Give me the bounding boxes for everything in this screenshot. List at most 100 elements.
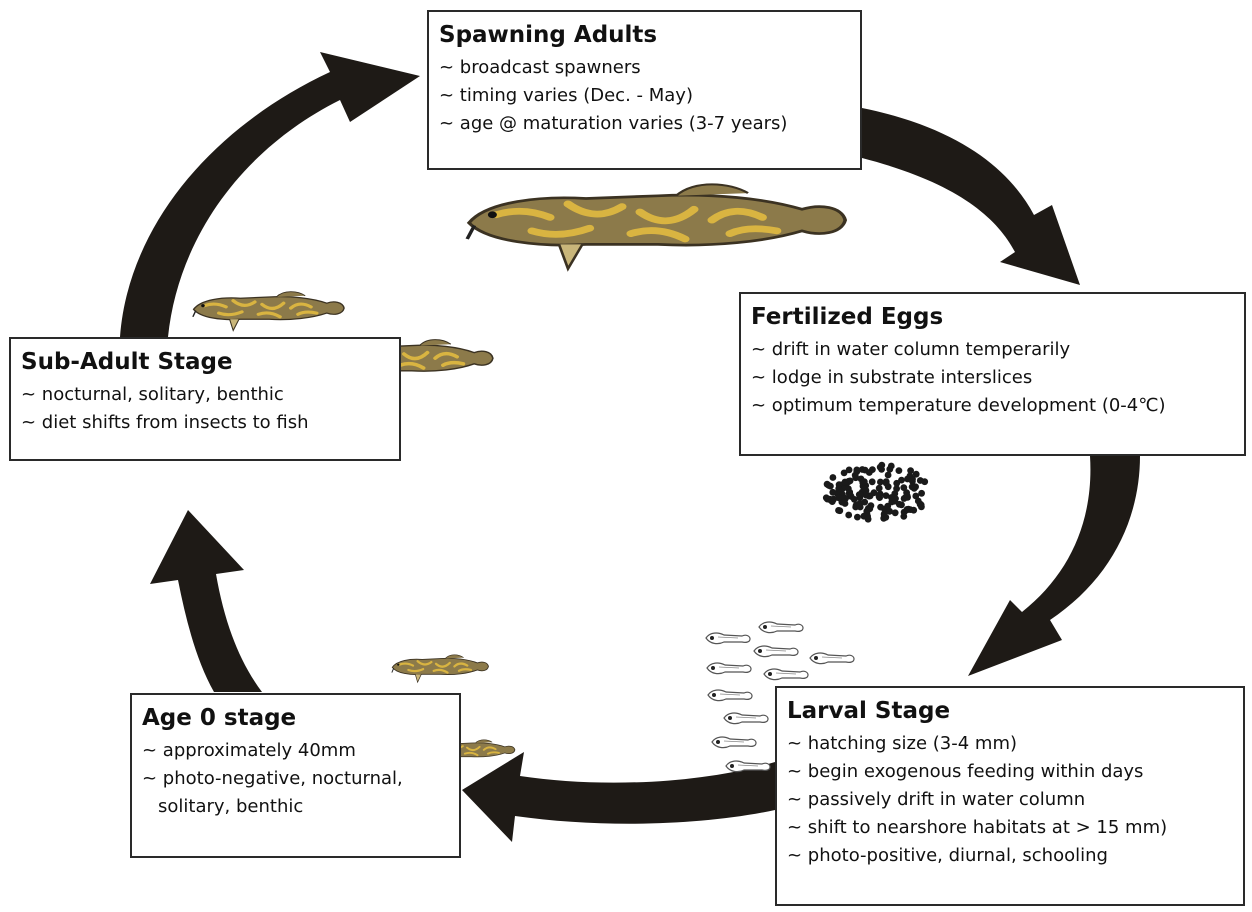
egg xyxy=(884,471,892,479)
egg xyxy=(884,502,892,510)
stage-bullet: ~ lodge in substrate interslices xyxy=(751,367,1033,388)
juvenile-burbot-icon xyxy=(390,653,490,684)
egg xyxy=(893,479,901,487)
egg xyxy=(910,506,918,514)
egg xyxy=(914,497,922,505)
egg xyxy=(844,485,852,492)
stage-bullet: ~ begin exogenous feeding within days xyxy=(787,761,1144,782)
egg xyxy=(864,515,872,523)
subadult-burbot-icon xyxy=(191,289,346,333)
stage-box-larval: Larval Stage ~ hatching size (3-4 mm) ~ … xyxy=(775,686,1245,906)
egg xyxy=(875,484,883,492)
larval-fish-icon xyxy=(711,736,757,749)
egg xyxy=(827,496,834,504)
egg xyxy=(877,503,884,511)
stage-bullet: ~ age @ maturation varies (3-7 years) xyxy=(439,113,788,134)
egg xyxy=(863,491,870,499)
stage-bullet: ~ approximately 40mm xyxy=(142,740,356,761)
stage-box-fertilized-eggs: Fertilized Eggs ~ drift in water column … xyxy=(739,292,1246,456)
egg xyxy=(900,484,908,491)
egg xyxy=(916,477,924,484)
larval-fish-icon xyxy=(723,712,769,725)
egg xyxy=(877,478,884,486)
egg xyxy=(903,506,911,513)
egg xyxy=(909,478,916,485)
egg xyxy=(850,496,858,503)
egg xyxy=(884,483,892,491)
egg xyxy=(823,480,831,488)
larval-fish-icon xyxy=(725,760,771,773)
stage-title: Fertilized Eggs xyxy=(751,304,944,330)
egg xyxy=(845,511,853,519)
egg xyxy=(841,500,849,507)
egg xyxy=(878,461,886,469)
arrow-spawning-to-eggs xyxy=(862,108,1080,285)
egg xyxy=(836,507,844,515)
stage-box-age-0: Age 0 stage ~ approximately 40mm ~ photo… xyxy=(130,693,461,858)
larval-fish-icon xyxy=(758,621,804,634)
egg xyxy=(912,483,919,491)
stage-bullet: ~ optimum temperature development (0-4℃) xyxy=(751,395,1166,416)
egg xyxy=(888,494,895,501)
egg xyxy=(891,509,899,517)
egg xyxy=(835,494,842,502)
egg xyxy=(856,491,864,499)
egg xyxy=(853,466,861,474)
egg xyxy=(868,478,876,486)
stage-bullet: ~ broadcast spawners xyxy=(439,57,641,78)
stage-title: Age 0 stage xyxy=(142,705,297,731)
egg xyxy=(852,474,860,482)
cycle-arrow-icon xyxy=(120,52,1140,842)
egg xyxy=(846,477,854,485)
egg-cluster-icon xyxy=(822,461,929,523)
egg xyxy=(854,513,861,521)
egg xyxy=(876,490,884,498)
stage-bullet: ~ photo-positive, diurnal, schooling xyxy=(787,845,1108,866)
egg xyxy=(880,510,888,518)
stage-title: Sub-Adult Stage xyxy=(21,349,233,375)
egg xyxy=(895,500,903,508)
stage-bullet: ~ drift in water column temperarily xyxy=(751,339,1071,360)
egg xyxy=(845,466,853,474)
arrow-age0-to-subadult xyxy=(150,510,262,692)
egg xyxy=(882,492,890,499)
stage-title: Spawning Adults xyxy=(439,22,658,48)
larval-fish-icon xyxy=(763,668,809,681)
stage-bullet: ~ nocturnal, solitary, benthic xyxy=(21,384,284,405)
egg xyxy=(840,469,848,477)
egg xyxy=(898,476,905,484)
egg xyxy=(835,485,843,492)
stage-box-spawning-adults: Spawning Adults ~ broadcast spawners ~ t… xyxy=(427,10,862,170)
stage-bullet: ~ diet shifts from insects to fish xyxy=(21,412,309,433)
egg xyxy=(907,467,914,474)
egg xyxy=(829,474,837,481)
adult-burbot-icon xyxy=(467,184,845,268)
arrow-larval-to-age0 xyxy=(462,752,775,842)
egg xyxy=(842,495,849,502)
egg xyxy=(886,507,893,515)
egg xyxy=(855,502,863,510)
stage-bullet: ~ shift to nearshore habitats at > 15 mm… xyxy=(787,817,1168,838)
egg xyxy=(861,498,869,506)
stage-bullet: ~ photo-negative, nocturnal, solitary, b… xyxy=(142,768,403,817)
egg xyxy=(903,492,911,500)
larval-fish-icon xyxy=(809,652,855,665)
stage-box-sub-adult: Sub-Adult Stage ~ nocturnal, solitary, b… xyxy=(9,337,401,461)
larval-fish-icon xyxy=(705,632,751,645)
egg xyxy=(863,509,871,517)
stage-bullet: ~ hatching size (3-4 mm) xyxy=(787,733,1018,754)
egg xyxy=(865,469,873,476)
larval-fish-icon xyxy=(707,689,753,702)
egg xyxy=(918,489,925,497)
egg xyxy=(882,478,890,485)
larval-fish-icon xyxy=(753,645,799,658)
egg xyxy=(829,488,837,496)
larval-fish-icon xyxy=(706,662,752,675)
stage-bullet: ~ timing varies (Dec. - May) xyxy=(439,85,693,106)
egg xyxy=(912,470,920,478)
egg xyxy=(895,467,903,474)
arrow-eggs-to-larval xyxy=(968,456,1140,676)
arrow-subadult-to-spawning xyxy=(120,52,420,337)
stage-title: Larval Stage xyxy=(787,698,951,724)
